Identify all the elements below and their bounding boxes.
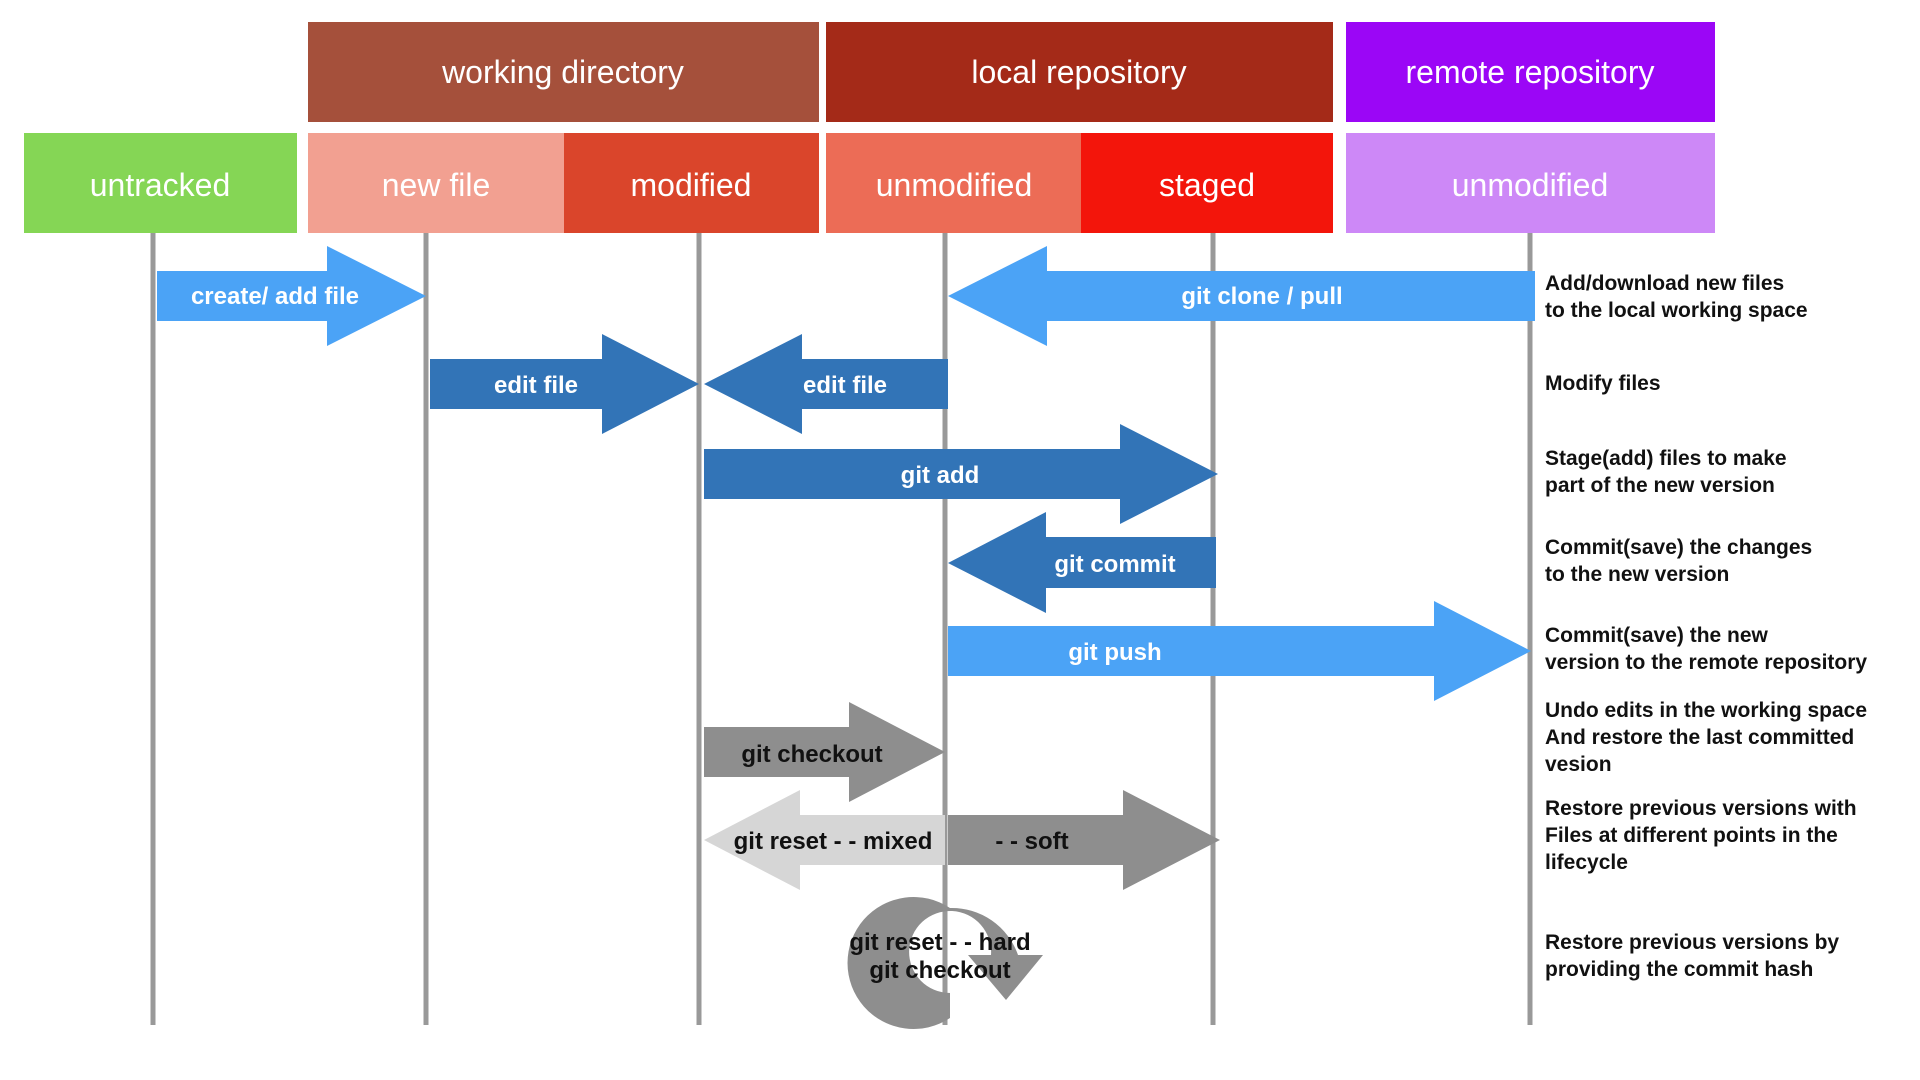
state-unmodified-local [826, 133, 1081, 233]
arrow-git-reset-mixed [704, 790, 945, 890]
arrow-git-clone-pull-label: git clone / pull [1181, 283, 1342, 310]
arrow-git-clone-pull [948, 246, 1535, 346]
state-untracked [24, 133, 297, 233]
state-modified-label: modified [631, 167, 752, 203]
description-commit-changes: Commit(save) the changes to the new vers… [1545, 536, 1813, 586]
arrow-git-reset-mixed-label: git reset - - mixed [734, 828, 933, 855]
description-restore-versions: Restore previous versions with Files at … [1545, 797, 1857, 874]
group-working-directory-label: working directory [441, 54, 684, 90]
description-restore-by-hash: Restore previous versions by providing t… [1545, 931, 1840, 981]
state-modified [564, 133, 819, 233]
arrow-git-push [948, 601, 1531, 701]
state-staged-label: staged [1159, 167, 1255, 203]
loop-arrow-icon [847, 897, 1043, 1029]
group-remote-repository [1346, 22, 1715, 122]
arrow-git-commit [948, 512, 1216, 613]
arrow-git-commit-label: git commit [1054, 551, 1175, 578]
state-untracked-label: untracked [90, 167, 231, 203]
arrow-git-push-label: git push [1068, 639, 1161, 666]
state-unmodified-local-label: unmodified [876, 167, 1033, 203]
arrow-edit-file-forward-label: edit file [494, 372, 578, 399]
arrow-git-checkout-label: git checkout [741, 741, 882, 768]
arrow-git-add [704, 424, 1218, 524]
arrow-git-add-label: git add [901, 462, 980, 489]
arrow-git-reset-soft [948, 790, 1220, 890]
description-undo-edits: Undo edits in the working space And rest… [1545, 699, 1868, 776]
arrow-git-reset-soft-label: - - soft [995, 828, 1068, 855]
loop-label-line2: git checkout [869, 957, 1010, 984]
state-new-file [308, 133, 564, 233]
description-modify-files: Modify files [1545, 372, 1661, 395]
arrow-git-checkout [704, 702, 945, 802]
arrow-edit-file-back-label: edit file [803, 372, 887, 399]
state-unmodified-remote-label: unmodified [1452, 167, 1609, 203]
loop-label-line1: git reset - - hard [849, 929, 1030, 956]
description-add-download: Add/download new files to the local work… [1545, 272, 1808, 322]
group-working-directory [308, 22, 819, 122]
arrow-create-add-file [157, 246, 426, 346]
reset-hard-loop: git reset - - hard git checkout [847, 897, 1043, 1029]
arrow-edit-file-forward [430, 334, 699, 434]
description-commit-remote: Commit(save) the new version to the remo… [1545, 624, 1868, 674]
arrow-create-add-file-label: create/ add file [191, 283, 359, 310]
description-stage-files: Stage(add) files to make part of the new… [1545, 447, 1787, 497]
group-remote-repository-label: remote repository [1406, 54, 1655, 90]
state-unmodified-remote [1346, 133, 1715, 233]
group-local-repository [826, 22, 1333, 122]
state-new-file-label: new file [382, 167, 491, 203]
arrow-edit-file-back [704, 334, 948, 434]
state-staged [1081, 133, 1333, 233]
group-local-repository-label: local repository [971, 54, 1186, 90]
